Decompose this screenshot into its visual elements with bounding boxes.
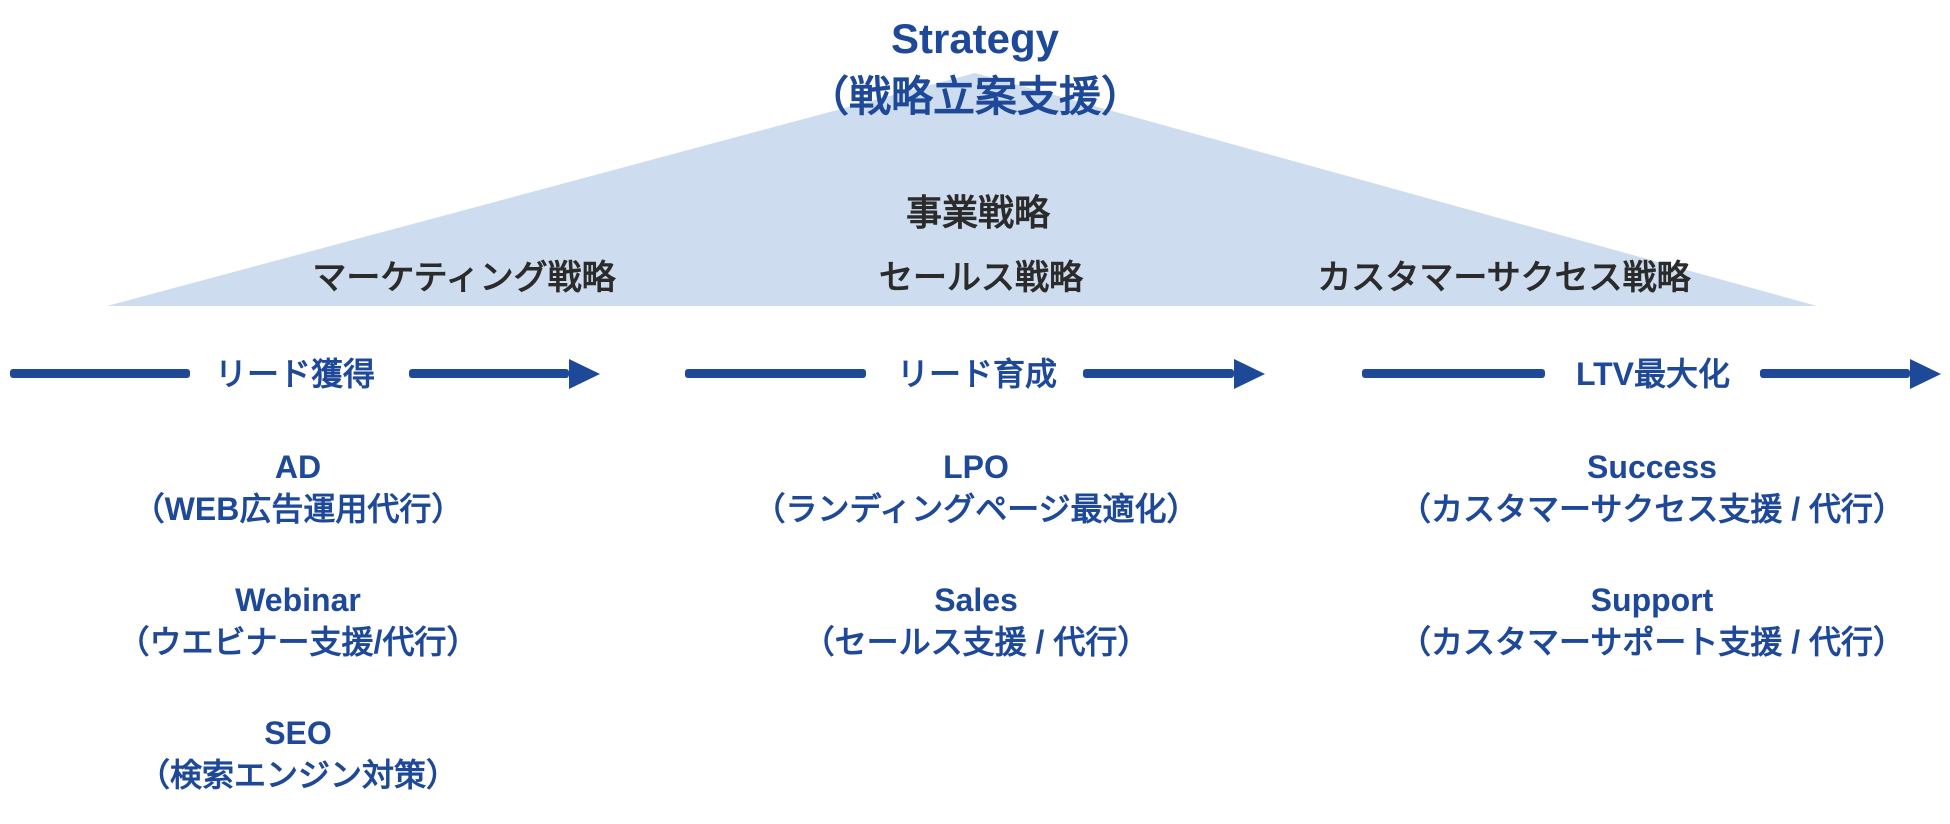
service-lpo: LPO （ランディングページ最適化） xyxy=(753,447,1198,531)
service-success: Success （カスタマーサクセス支援 / 代行） xyxy=(1399,447,1905,531)
arrow-line xyxy=(10,369,190,378)
arrow-line xyxy=(1760,369,1910,378)
service-detail: （検索エンジン対策） xyxy=(137,756,459,793)
service-support: Support （カスタマーサポート支援 / 代行） xyxy=(1399,580,1905,664)
arrow-right-icon xyxy=(569,359,600,389)
service-name: SEO xyxy=(264,715,332,751)
service-ad: AD （WEB広告運用代行） xyxy=(133,447,464,531)
page-title-en: Strategy xyxy=(890,15,1060,62)
service-detail: （WEB広告運用代行） xyxy=(132,490,464,527)
pyramid-layer-customer-success: カスタマーサクセス戦略 xyxy=(1317,259,1691,297)
stage-label-ltv-max: LTV最大化 xyxy=(1575,356,1731,392)
stage-label-lead-gen: リード獲得 xyxy=(214,356,376,392)
page-title-ja: （戦略立案支援） xyxy=(806,72,1143,120)
service-detail: （セールス支援 / 代行） xyxy=(802,623,1150,660)
service-seo: SEO （検索エンジン対策） xyxy=(138,713,458,797)
service-webinar: Webinar （ウエビナー支援/代行） xyxy=(118,580,479,664)
arrow-line xyxy=(685,369,866,378)
arrow-line xyxy=(409,369,569,378)
page-title: Strategy （戦略立案支援） xyxy=(0,10,1950,126)
service-name: AD xyxy=(274,449,322,485)
service-name: Webinar xyxy=(235,582,361,618)
service-name: Sales xyxy=(934,582,1018,618)
service-sales: Sales （セールス支援 / 代行） xyxy=(803,580,1150,664)
service-detail: （カスタマーサクセス支援 / 代行） xyxy=(1398,490,1906,527)
arrow-right-icon xyxy=(1910,359,1941,389)
service-name: Support xyxy=(1590,582,1714,618)
service-detail: （ランディングページ最適化） xyxy=(753,490,1199,527)
arrow-line xyxy=(1083,369,1234,378)
pyramid-layer-sales: セールス戦略 xyxy=(879,259,1083,297)
stage-label-lead-nurture: リード育成 xyxy=(896,356,1058,392)
service-detail: （ウエビナー支援/代行） xyxy=(117,623,479,660)
pyramid-layer-marketing: マーケティング戦略 xyxy=(312,259,616,297)
service-detail: （カスタマーサポート支援 / 代行） xyxy=(1398,623,1906,660)
pyramid-apex-label: 事業戦略 xyxy=(905,192,1051,233)
service-name: LPO xyxy=(943,449,1009,485)
arrow-line xyxy=(1362,369,1545,378)
pyramid-triangle-shape xyxy=(107,73,1817,306)
service-name: Success xyxy=(1587,449,1717,485)
arrow-right-icon xyxy=(1234,359,1265,389)
